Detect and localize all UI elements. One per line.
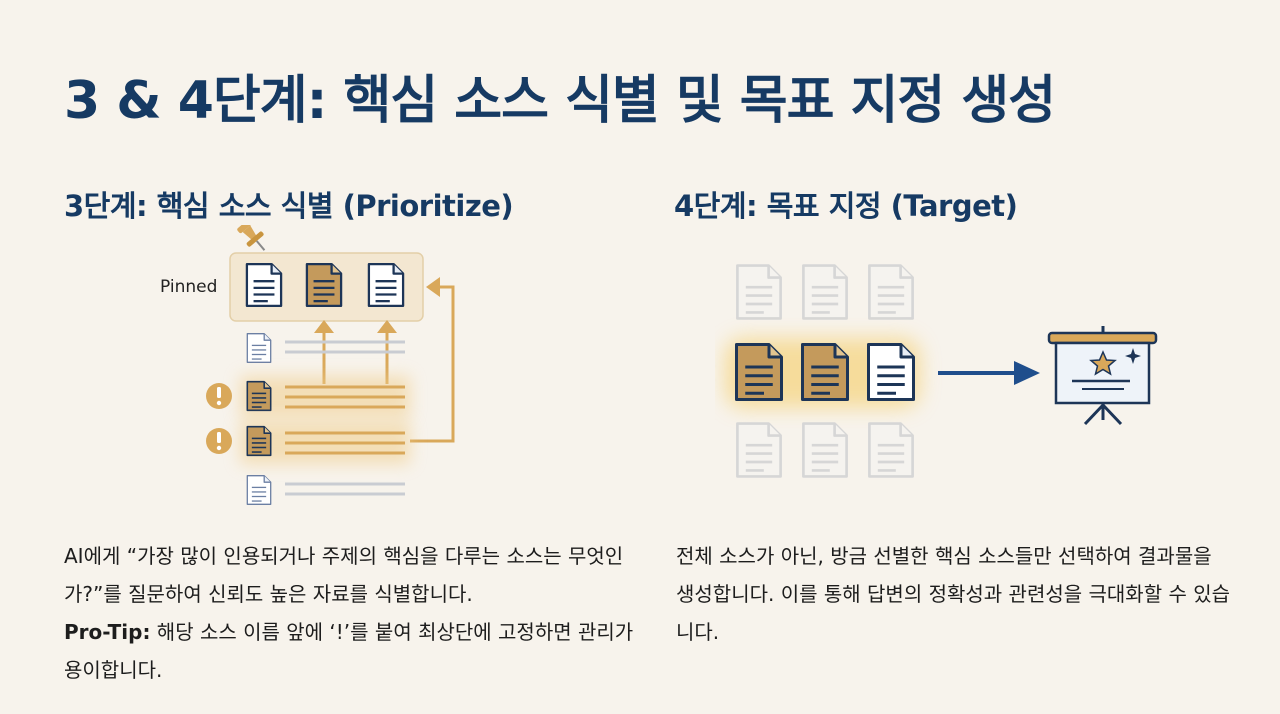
exclamation-icon <box>206 428 232 454</box>
pinned-label: Pinned <box>160 277 218 297</box>
document-icon <box>802 264 848 320</box>
document-icon <box>246 380 272 412</box>
document-icon <box>736 264 782 320</box>
document-icon <box>800 342 850 402</box>
step4-description: 전체 소스가 아닌, 방금 선별한 핵심 소스들만 선택하여 결과물을 생성합니… <box>676 544 1231 644</box>
document-icon <box>367 262 405 308</box>
page-title: 3 & 4단계: 핵심 소스 식별 및 목표 지정 생성 <box>64 71 1056 131</box>
prioritize-illustration <box>206 225 455 505</box>
sparkle-icon <box>1125 348 1141 364</box>
target-illustration <box>725 264 1158 478</box>
document-icon <box>245 262 283 308</box>
document-icon <box>734 342 784 402</box>
document-icon <box>802 422 848 478</box>
document-icon <box>305 262 343 308</box>
pro-tip-text: 해당 소스 이름 앞에 ‘!’를 붙여 최상단에 고정하면 관리가 용이합니다. <box>64 620 634 682</box>
presentation-board-icon <box>1047 326 1158 426</box>
document-icon <box>246 333 272 363</box>
document-icon <box>246 425 272 457</box>
step3-description: AI에게 “가장 많이 인용되거나 주제의 핵심을 다루는 소스는 무엇인가?”… <box>64 537 644 689</box>
document-icon <box>866 342 916 402</box>
pro-tip-label: Pro-Tip: <box>64 620 151 644</box>
star-icon <box>1089 350 1117 376</box>
arrow-right-icon <box>938 361 1040 385</box>
exclamation-icon <box>206 383 232 409</box>
step3-heading: 3단계: 핵심 소스 식별 (Prioritize) <box>64 189 514 223</box>
document-icon <box>868 422 914 478</box>
document-icon <box>246 475 272 505</box>
step3-description-text: AI에게 “가장 많이 인용되거나 주제의 핵심을 다루는 소스는 무엇인가?”… <box>64 544 624 606</box>
step4-heading: 4단계: 목표 지정 (Target) <box>674 189 1018 223</box>
document-icon <box>868 264 914 320</box>
document-icon <box>736 422 782 478</box>
pushpin-icon <box>237 225 266 251</box>
